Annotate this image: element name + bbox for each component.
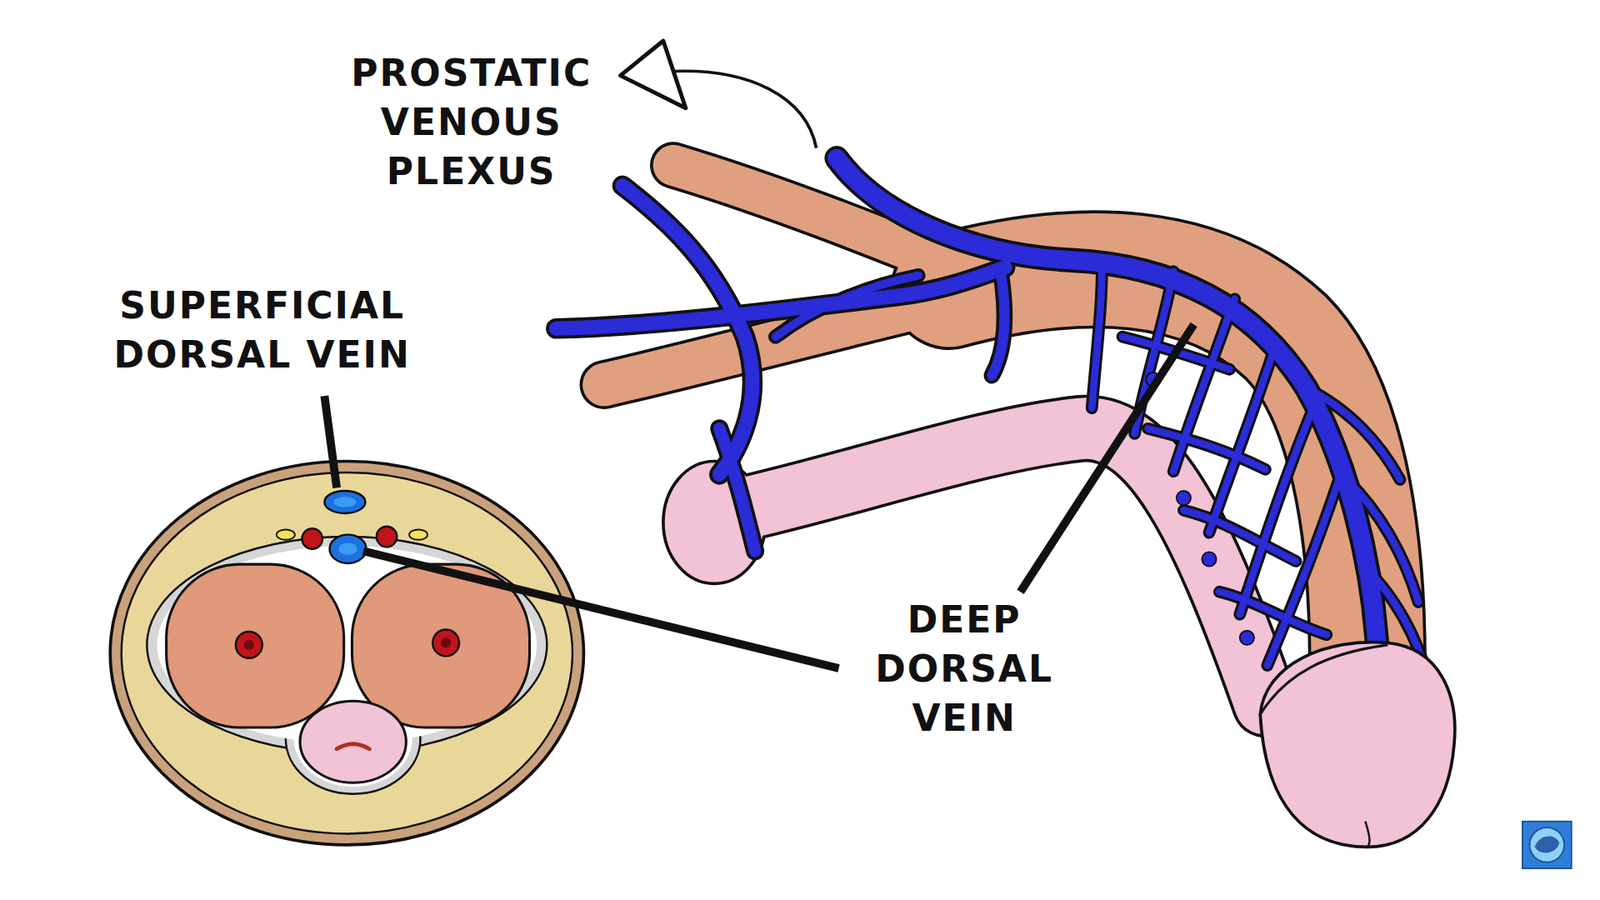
deep-dorsal-vein — [836, 158, 1378, 654]
urethra — [336, 744, 370, 750]
leader-line — [363, 550, 840, 669]
artery-lumen — [244, 640, 255, 650]
deep-dorsal-vein — [330, 535, 367, 564]
pointer-arrow — [668, 70, 817, 148]
leader-line — [1020, 324, 1195, 592]
cross-section — [110, 460, 584, 845]
dorsal-nerve — [276, 530, 295, 540]
arrowhead — [620, 40, 685, 109]
dorsal-nerve — [409, 530, 428, 540]
vein-outline — [991, 267, 1005, 376]
illustration-group — [110, 40, 1571, 869]
artery-lumen — [440, 637, 451, 648]
illustration-part — [1091, 263, 1424, 665]
vein-lumen — [333, 496, 356, 507]
circumflex-vein — [991, 267, 1005, 376]
watermark-logo — [1522, 821, 1572, 869]
glans-rim — [1260, 645, 1388, 715]
dorsal-artery — [301, 528, 322, 549]
part-label: SUPERFICIAL DORSAL VEIN — [95, 280, 430, 380]
small-vein — [1201, 551, 1216, 566]
dorsal-artery — [376, 526, 397, 547]
leader-lines — [324, 324, 1194, 669]
communicating-vein — [1183, 510, 1296, 561]
circumflex-vein — [1209, 345, 1276, 533]
cavernosal-artery — [235, 631, 263, 659]
vein-lumen — [339, 542, 358, 555]
cavernosal-artery — [432, 630, 460, 657]
superficial-dorsal-vein — [324, 490, 365, 514]
small-vein — [1240, 630, 1255, 645]
plexus-vein — [775, 275, 919, 337]
vein-outlines — [555, 158, 1424, 666]
glans — [1260, 642, 1455, 848]
part-label: PROSTATIC VENOUS PLEXUS — [350, 48, 592, 196]
vein-outline — [1209, 345, 1276, 533]
part-label: DEEP DORSAL VEIN — [875, 595, 1054, 743]
corpus-spongiosum — [300, 700, 406, 783]
meatus — [1365, 821, 1370, 848]
vein-outline — [1219, 591, 1327, 635]
vein-outline — [1183, 510, 1296, 561]
communicating-vein — [1148, 428, 1266, 470]
fat-layer — [121, 472, 573, 834]
circumflex-vein — [1091, 263, 1102, 409]
circumflex-vein — [1305, 387, 1400, 480]
skin-layer — [110, 460, 584, 845]
watermark-logo — [1530, 827, 1565, 863]
vein-outline — [555, 267, 1005, 329]
plexus-vein — [555, 267, 1005, 329]
vein-outline — [1091, 263, 1102, 409]
small-vein — [1176, 490, 1191, 505]
small-veins — [1145, 372, 1255, 645]
leader-line — [324, 395, 337, 488]
plexus-vein — [719, 428, 755, 551]
communicating-vein — [1219, 591, 1327, 635]
veins — [555, 158, 1424, 666]
corpus-cavernosum — [166, 564, 345, 728]
watermark-logo — [1535, 836, 1560, 854]
